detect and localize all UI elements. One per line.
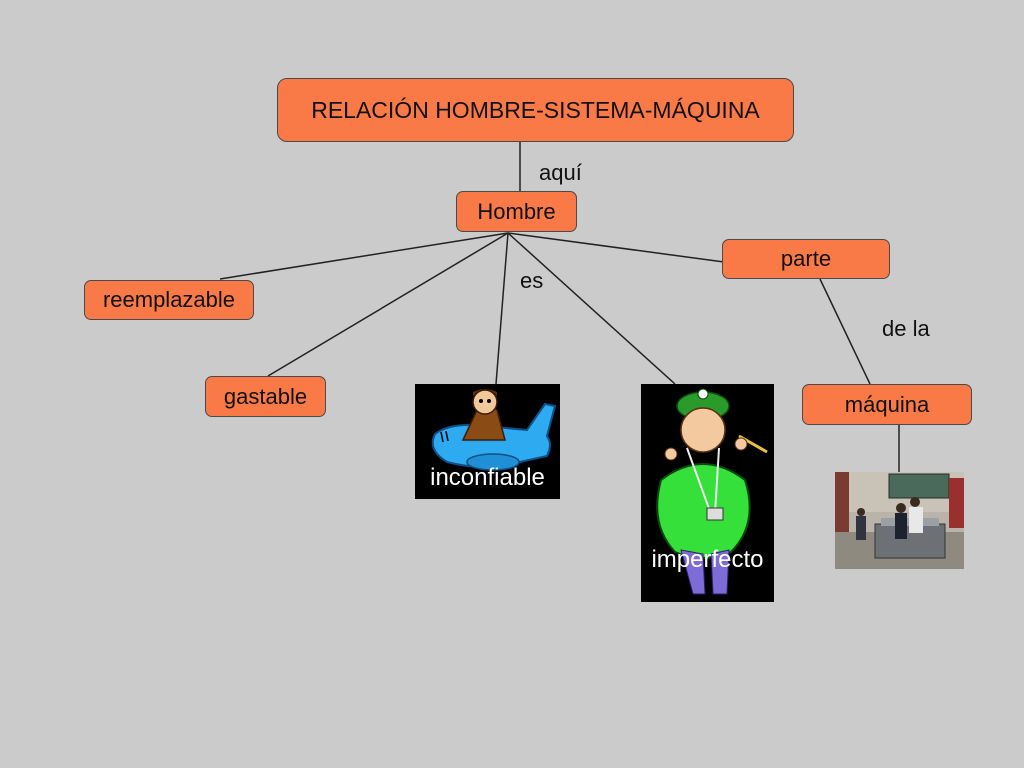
coach-caption: imperfecto [651, 546, 764, 573]
cartoon-coach-whistle-icon [656, 388, 768, 595]
link-hombre-imperfecto [507, 232, 676, 385]
title-node[interactable]: RELACIÓN HOMBRE-SISTEMA-MÁQUINA [277, 78, 794, 142]
pilot-image: inconfiable [415, 384, 560, 499]
reemplazable-node[interactable]: reemplazable [84, 280, 254, 320]
hombre-node[interactable]: Hombre [456, 191, 577, 232]
maquina-node[interactable]: máquina [802, 384, 972, 425]
parte-node[interactable]: parte [722, 239, 890, 279]
gastable-node[interactable]: gastable [205, 376, 326, 417]
coach-image: imperfecto [641, 384, 774, 602]
link-label-aqui: aquí [539, 160, 582, 185]
cartoon-pilot-airplane-icon [431, 389, 557, 471]
link-label-es: es [520, 268, 544, 293]
workshop-photo-icon [835, 472, 964, 569]
pilot-caption: inconfiable [430, 464, 545, 491]
link-hombre-reemplazable [219, 232, 509, 280]
link-parte-maquina [819, 278, 871, 385]
link-label-de-la: de la [882, 316, 930, 341]
link-hombre-inconfiable [495, 232, 509, 385]
link-hombre-parte [507, 232, 725, 263]
workshop-image [835, 472, 964, 569]
link-hombre-gastable [267, 232, 509, 377]
